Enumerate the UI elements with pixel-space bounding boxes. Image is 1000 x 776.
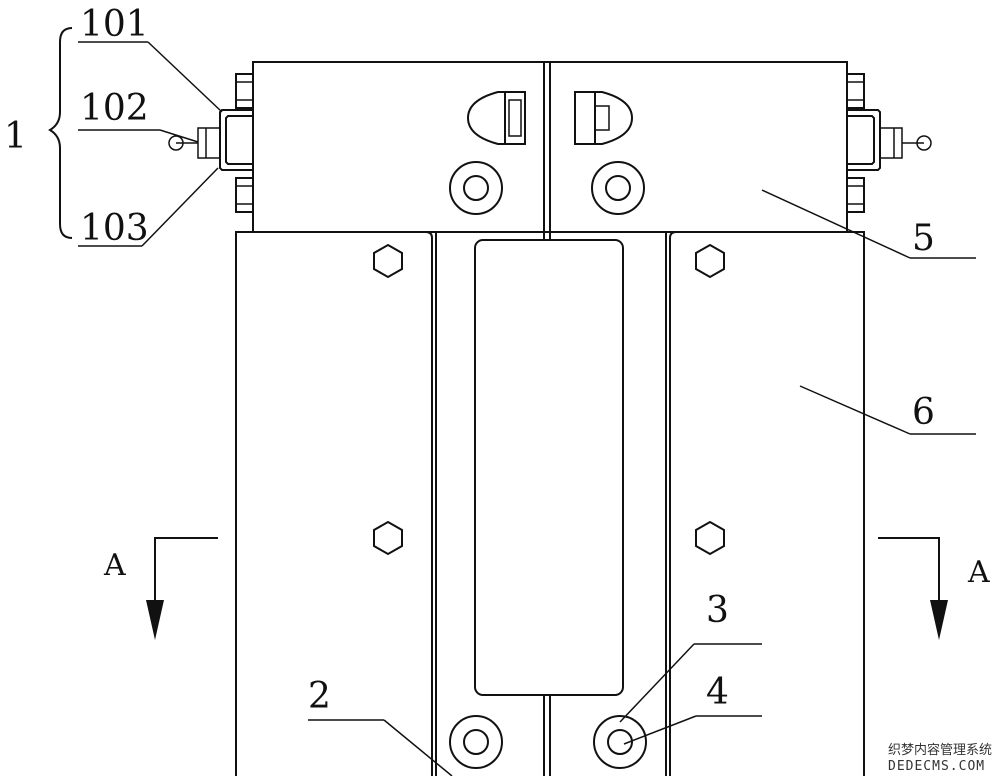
leader-102: 102 [78, 88, 199, 143]
label-2: 2 [308, 676, 331, 717]
left-plate [235, 231, 437, 776]
leader-103: 103 [78, 167, 219, 249]
section-label-left: A [103, 548, 126, 583]
left-latch [466, 91, 526, 145]
label-103: 103 [80, 208, 149, 249]
watermark-line-2: DEDECMS.COM [888, 759, 985, 774]
leader-4: 4 [623, 672, 762, 745]
center-window [474, 239, 624, 696]
watermark-line-1: 织梦内容管理系统 [888, 742, 992, 758]
top-left-bolt [449, 161, 503, 215]
hex-bolt-right-top [695, 243, 725, 279]
label-4: 4 [706, 672, 729, 713]
left-clamp [168, 73, 254, 213]
right-plate [665, 231, 865, 776]
watermark: 织梦内容管理系统 DEDECMS.COM [884, 740, 998, 774]
label-6: 6 [912, 392, 935, 433]
leader-5: 5 [761, 189, 976, 259]
top-block [252, 61, 848, 240]
right-clamp [846, 73, 932, 213]
part-1-brace: 1 [4, 27, 73, 239]
leader-2: 2 [308, 676, 453, 776]
leader-6: 6 [799, 385, 976, 435]
bottom-right-bolt [593, 715, 647, 769]
leader-3: 3 [619, 590, 762, 723]
label-1: 1 [4, 116, 27, 157]
hex-bolt-right-mid [695, 520, 725, 556]
label-5: 5 [912, 218, 935, 259]
label-101: 101 [80, 4, 149, 45]
hex-bolt-left-mid [373, 520, 403, 556]
bottom-left-bolt [449, 715, 503, 769]
bottom-seam [543, 695, 551, 776]
label-3: 3 [706, 590, 729, 631]
right-latch [574, 91, 634, 145]
leader-101: 101 [78, 4, 223, 113]
top-right-bolt [591, 161, 645, 215]
section-marker-left: A [103, 537, 218, 640]
label-102: 102 [80, 88, 149, 129]
section-label-right: A [967, 555, 990, 590]
hex-bolt-left-top [373, 243, 403, 279]
section-marker-right: A [878, 537, 990, 640]
